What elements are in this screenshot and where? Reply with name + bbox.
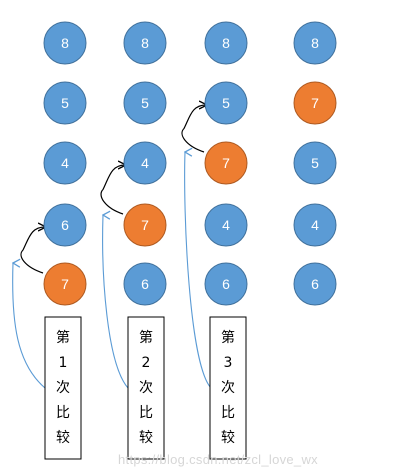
node-col3-row1: 8 (204, 21, 248, 65)
node-circle (123, 141, 167, 185)
node-col2-row1: 8 (123, 21, 167, 65)
node-col4-row3: 5 (293, 141, 337, 185)
node-col1-row1: 8 (43, 21, 87, 65)
highlighted-node-circle (204, 141, 248, 185)
node-circle (204, 203, 248, 247)
arrows-layer (13, 105, 212, 389)
node-circle (204, 262, 248, 306)
node-col4-row4: 4 (293, 203, 337, 247)
node-label: 4 (222, 217, 230, 233)
caption-char: 第 (56, 329, 70, 346)
node-col4-row5: 6 (293, 262, 337, 306)
caption-box-frame (209, 316, 247, 460)
swap-arrow-3 (181, 105, 206, 153)
caption-char: 较 (221, 430, 235, 446)
node-label: 6 (222, 276, 230, 292)
node-label: 4 (311, 217, 319, 233)
node-circle (293, 21, 337, 65)
node-label: 4 (61, 155, 69, 171)
node-circle (43, 81, 87, 125)
caption-char: 3 (224, 355, 233, 371)
node-label: 7 (141, 217, 149, 233)
node-circle (293, 262, 337, 306)
caption-char: 第 (221, 329, 235, 346)
caption-char: 比 (221, 405, 235, 421)
node-col2-row4: 7 (123, 203, 167, 247)
caption-char: 2 (142, 355, 151, 371)
caption-box-2: 第 2 次比较 (127, 316, 165, 460)
node-col2-row3: 4 (123, 141, 167, 185)
node-label: 8 (141, 35, 149, 51)
caption-char: 次 (221, 380, 235, 396)
node-label: 8 (311, 35, 319, 51)
node-label: 6 (61, 217, 69, 233)
node-circle (43, 141, 87, 185)
node-circle (43, 203, 87, 247)
node-col1-row2: 5 (43, 81, 87, 125)
caption-char: 比 (139, 405, 153, 421)
node-col4-row1: 8 (293, 21, 337, 65)
nodes-layer: 8 5 4 6 7 8 5 4 7 6 8 5 7 4 6 8 7 5 4 6 (43, 21, 337, 306)
pointer-arrow-1 (13, 263, 46, 389)
node-circle (204, 81, 248, 125)
node-col2-row5: 6 (123, 262, 167, 306)
node-label: 5 (141, 95, 149, 111)
node-label: 7 (222, 155, 230, 171)
node-col3-row4: 4 (204, 203, 248, 247)
node-circle (293, 141, 337, 185)
node-col1-row3: 4 (43, 141, 87, 185)
highlighted-node-circle (43, 262, 87, 306)
node-label: 6 (141, 276, 149, 292)
swap-arrow-1 (20, 227, 45, 274)
caption-box-frame (44, 316, 82, 460)
caption-char: 较 (56, 430, 70, 446)
node-circle (123, 81, 167, 125)
highlighted-node-circle (123, 203, 167, 247)
node-circle (204, 21, 248, 65)
caption-box-1: 第 1 次比较 (44, 316, 82, 460)
node-col2-row2: 5 (123, 81, 167, 125)
caption-box-frame (127, 316, 165, 460)
node-label: 8 (222, 35, 230, 51)
pointer-arrow-3 (185, 152, 212, 389)
node-col4-row2: 7 (293, 81, 337, 125)
node-col1-row5: 7 (43, 262, 87, 306)
node-label: 4 (141, 155, 149, 171)
caption-char: 较 (139, 430, 153, 446)
node-label: 7 (311, 95, 319, 111)
caption-box-3: 第 3 次比较 (209, 316, 247, 460)
node-circle (43, 21, 87, 65)
highlighted-node-circle (293, 81, 337, 125)
swap-arrow-2 (100, 165, 125, 215)
node-col3-row5: 6 (204, 262, 248, 306)
node-label: 7 (61, 276, 69, 292)
caption-char: 第 (139, 329, 153, 346)
node-label: 6 (311, 276, 319, 292)
node-label: 8 (61, 35, 69, 51)
caption-char: 次 (56, 380, 70, 396)
node-circle (123, 262, 167, 306)
caption-char: 1 (59, 355, 68, 371)
node-label: 5 (311, 155, 319, 171)
watermark-text: https://blog.csdn.net/zcl_love_wx (118, 452, 318, 467)
node-col3-row2: 5 (204, 81, 248, 125)
node-circle (123, 21, 167, 65)
pointer-arrow-2 (103, 215, 129, 389)
node-col3-row3: 7 (204, 141, 248, 185)
node-circle (293, 203, 337, 247)
caption-char: 比 (56, 405, 70, 421)
node-col1-row4: 6 (43, 203, 87, 247)
caption-char: 次 (139, 380, 153, 396)
node-label: 5 (222, 95, 230, 111)
node-label: 5 (61, 95, 69, 111)
